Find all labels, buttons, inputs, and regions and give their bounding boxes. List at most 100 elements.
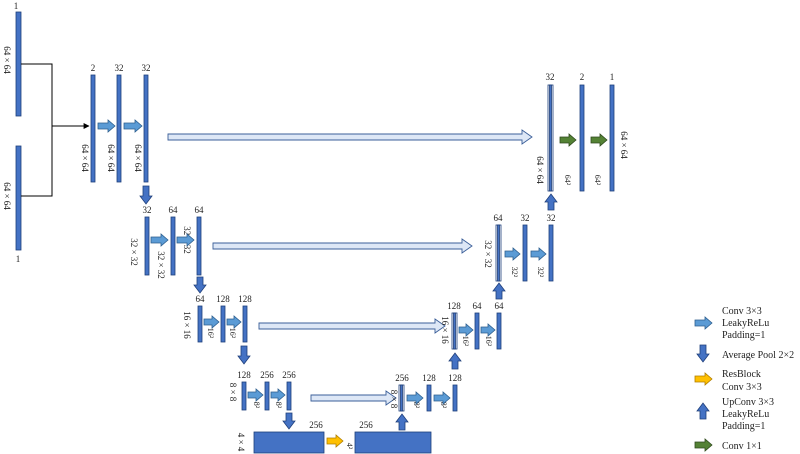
dec3-ch-1: 128 — [447, 301, 461, 311]
legend-conv-line-2: LeakyReLu — [722, 318, 769, 329]
legend-conv-arrow — [694, 316, 713, 330]
enc1-ch-2: 32 — [115, 63, 124, 73]
input-map-bottom — [15, 145, 22, 251]
dec1-ch-1: 32 — [546, 72, 555, 82]
dec2-ch-2: 32 — [521, 213, 530, 223]
legend-conv-line-3: Padding=1 — [722, 330, 765, 341]
enc2-map-1 — [144, 216, 150, 276]
dec1-ch-2: 2 — [580, 72, 585, 82]
enc1-size-3: 64 × 64 — [133, 144, 143, 172]
enc3-size-3: 16² — [228, 328, 237, 339]
enc2-ch-3: 64 — [195, 205, 205, 215]
enc1-conv-arrow-2 — [123, 119, 143, 133]
enc4-size-1: 8 × 8 — [228, 383, 238, 402]
enc3-ch-3: 128 — [238, 294, 252, 304]
enc1-size-1: 64 × 64 — [80, 144, 90, 172]
dec4-map-concat-fill — [400, 384, 403, 412]
dec4-map-3 — [452, 384, 458, 412]
dec3-size-2: 16² — [461, 336, 470, 347]
dec1-conv1x1-arrow-1 — [559, 133, 577, 147]
enc2-map-3 — [196, 216, 202, 276]
enc4-ch-2: 256 — [260, 370, 274, 380]
enc3-pool-arrow — [237, 345, 251, 365]
dec2-ch-3: 32 — [547, 213, 556, 223]
skip-arrow-level1 — [167, 129, 533, 145]
dec3-ch-2: 64 — [473, 301, 483, 311]
input-top-channels: 1 — [14, 1, 19, 11]
dec4-size-1: 8 × 8 — [389, 390, 399, 409]
bottleneck-right-channels: 256 — [359, 420, 373, 430]
enc3-size-1: 16 × 16 — [182, 311, 192, 339]
enc2-conv-arrow-2 — [176, 233, 195, 247]
dec1-conv1x1-arrow-2 — [590, 133, 608, 147]
dec4-conv-arrow-2 — [433, 391, 451, 405]
enc3-ch-1: 64 — [196, 294, 206, 304]
dec4-upconv-arrow — [395, 413, 409, 431]
enc4-map-2 — [264, 381, 270, 411]
enc3-map-1 — [197, 305, 203, 343]
dec1-ch-3: 1 — [610, 72, 615, 82]
dec1-size-4: 64 × 64 — [619, 131, 629, 159]
legend-pool-arrow — [696, 344, 710, 363]
dec2-size-2: 32² — [510, 267, 519, 278]
bottleneck-mid-size: 4² — [345, 443, 354, 450]
dec2-size-1: 32 × 32 — [483, 240, 493, 268]
dec4-conv-arrow-1 — [406, 391, 424, 405]
legend-pool-text: Average Pool 2×2 — [722, 350, 794, 361]
dec3-ch-3: 64 — [495, 301, 505, 311]
legend-upconv-line-1: UpConv 3×3 — [722, 397, 774, 408]
enc4-conv-arrow-2 — [270, 388, 286, 402]
dec3-size-1: 16 × 16 — [440, 316, 450, 344]
enc1-pool-arrow — [139, 185, 153, 205]
bottleneck-map-right — [354, 431, 432, 454]
dec4-size-2: 8² — [412, 402, 421, 409]
enc3-ch-2: 128 — [216, 294, 230, 304]
bottleneck-size: 4 × 4 — [236, 433, 246, 452]
enc3-map-3 — [242, 305, 248, 343]
enc3-conv-arrow-1 — [203, 315, 220, 329]
skip-arrow-level3 — [258, 318, 446, 334]
dec2-ch-1: 64 — [494, 213, 504, 223]
dec2-upconv-arrow — [492, 282, 506, 300]
enc3-map-2 — [220, 305, 226, 343]
enc3-size-2: 16² — [206, 328, 215, 339]
legend-upconv-arrow — [696, 402, 710, 420]
dec2-map-2 — [522, 224, 528, 282]
input-bottom-channels: 1 — [16, 254, 21, 264]
enc1-map-1 — [90, 74, 96, 183]
legend-res-line-2: Conv 3×3 — [722, 382, 762, 393]
dec2-conv-arrow-1 — [504, 247, 521, 261]
concat-line-top — [21, 63, 53, 126]
enc1-ch-1: 2 — [91, 63, 96, 73]
concat-line-bottom — [21, 126, 53, 197]
dec3-conv-arrow-1 — [458, 323, 474, 337]
dec3-map-concat-fill — [453, 312, 456, 350]
dec4-ch-2: 128 — [422, 373, 436, 383]
dec1-map-2 — [579, 84, 585, 192]
dec1-upconv-arrow — [544, 193, 558, 211]
legend-res-line-1: ResBlock — [722, 369, 761, 380]
dec3-map-2 — [474, 312, 480, 350]
enc4-size-3: 8² — [274, 402, 283, 409]
dec3-size-3: 16² — [484, 336, 493, 347]
bottleneck-resblock-arrow — [326, 434, 344, 448]
enc2-conv-arrow-1 — [150, 233, 169, 247]
skip-arrow-level4 — [310, 390, 397, 406]
enc2-pool-arrow — [193, 276, 207, 294]
dec1-map-3 — [609, 84, 615, 192]
enc2-map-2 — [170, 216, 176, 276]
dec1-size-2: 64² — [563, 175, 572, 186]
enc1-map-2 — [116, 74, 122, 183]
legend-conv1x1-arrow — [694, 438, 713, 452]
enc3-conv-arrow-2 — [226, 315, 242, 329]
input-map-top — [15, 11, 22, 117]
legend-upconv-line-2: LeakyReLu — [722, 409, 769, 420]
dec2-conv-arrow-2 — [530, 247, 547, 261]
enc2-size-1: 32 × 32 — [129, 238, 139, 266]
enc4-ch-3: 256 — [282, 370, 296, 380]
enc4-map-3 — [286, 381, 292, 411]
dec3-conv-arrow-2 — [480, 323, 496, 337]
dec4-size-3: 8² — [439, 402, 448, 409]
enc1-ch-3: 32 — [142, 63, 151, 73]
